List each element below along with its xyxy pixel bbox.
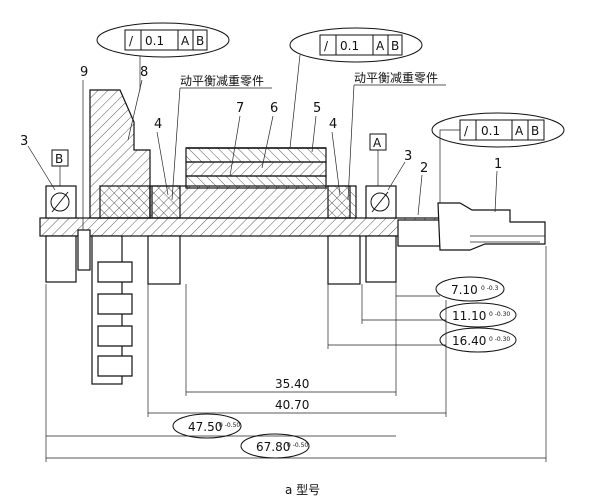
svg-text:3: 3 xyxy=(20,134,28,149)
svg-text:B: B xyxy=(196,34,204,48)
shaft xyxy=(39,202,546,251)
svg-text:16.40: 16.40 xyxy=(452,334,486,348)
svg-text:1: 1 xyxy=(494,157,502,172)
flywheel xyxy=(89,89,151,385)
svg-text:0 -0.50: 0 -0.50 xyxy=(219,422,240,429)
svg-text:7.10: 7.10 xyxy=(451,283,478,297)
svg-text:3: 3 xyxy=(404,149,412,164)
svg-text:35.40: 35.40 xyxy=(275,377,309,391)
svg-text:2: 2 xyxy=(420,161,428,176)
dimensions: 7.10 0 -0.3 11.10 0 -0.30 16.40 0 -0.30 … xyxy=(45,246,547,462)
svg-text:A: A xyxy=(515,124,524,138)
datum-b: B xyxy=(51,149,69,186)
tolerance-frame-right: / 0.1 A B xyxy=(431,112,565,203)
svg-text:0.1: 0.1 xyxy=(145,34,164,48)
svg-text:0.1: 0.1 xyxy=(481,124,500,138)
svg-text:6: 6 xyxy=(270,101,278,116)
bearing-right xyxy=(365,185,397,283)
datum-a: A xyxy=(369,133,387,186)
svg-text:A: A xyxy=(373,136,382,150)
svg-text:67.80: 67.80 xyxy=(256,440,290,454)
svg-text:A: A xyxy=(181,34,190,48)
svg-text:B: B xyxy=(391,39,399,53)
svg-text:0 -0.30: 0 -0.30 xyxy=(489,336,510,343)
svg-text:B: B xyxy=(531,124,539,138)
svg-text:5: 5 xyxy=(313,101,321,116)
svg-text:A: A xyxy=(376,39,385,53)
svg-text:动平衡减重零件: 动平衡减重零件 xyxy=(354,71,438,85)
svg-text:8: 8 xyxy=(140,65,148,80)
rotor xyxy=(149,147,351,219)
svg-text:0 -0.50: 0 -0.50 xyxy=(287,442,308,449)
svg-text:40.70: 40.70 xyxy=(275,398,309,412)
tolerance-frame-top-left: / 0.1 A B xyxy=(96,22,230,90)
svg-text:0.1: 0.1 xyxy=(340,39,359,53)
svg-text:4: 4 xyxy=(329,117,337,132)
svg-text:9: 9 xyxy=(80,65,88,80)
svg-text:/: / xyxy=(324,39,329,53)
svg-text:47.50: 47.50 xyxy=(188,420,222,434)
svg-text:/: / xyxy=(129,34,134,48)
part-callouts: 3 9 8 4 7 6 5 4 3 2 1 xyxy=(20,65,502,230)
balance-rings xyxy=(147,185,361,285)
svg-text:11.10: 11.10 xyxy=(452,309,486,323)
svg-text:B: B xyxy=(55,152,63,166)
svg-text:4: 4 xyxy=(154,117,162,132)
svg-text:0 -0.3: 0 -0.3 xyxy=(481,285,499,292)
bearing-left xyxy=(45,185,77,283)
svg-text:/: / xyxy=(464,124,469,138)
washer-9 xyxy=(77,229,91,271)
tolerance-frame-top-right: / 0.1 A B xyxy=(289,27,423,149)
zh-labels: 动平衡减重零件 动平衡减重零件 xyxy=(171,71,446,201)
svg-text:0 -0.30: 0 -0.30 xyxy=(489,311,510,318)
figure-caption: a 型号 xyxy=(285,483,320,497)
svg-text:7: 7 xyxy=(236,101,244,116)
svg-text:动平衡减重零件: 动平衡减重零件 xyxy=(180,74,264,88)
